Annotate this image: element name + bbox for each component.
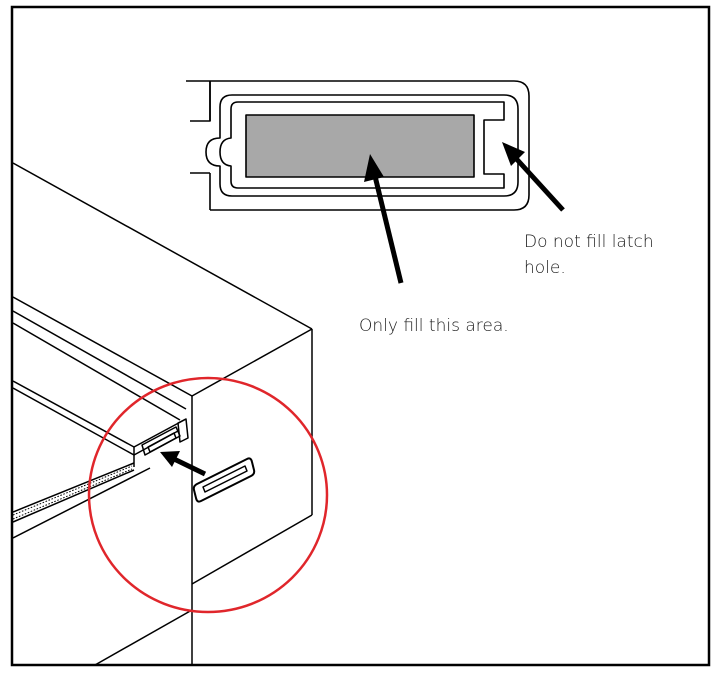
latch-arrow-head [502,142,525,166]
latch-callout-line1: Do not fill latch [524,232,654,252]
cover-inner-outline [219,101,505,189]
area-arrow-head [364,154,384,182]
insert-arrow [160,451,207,477]
enclosure-drawing [13,162,313,665]
latch-callout-line2: hole. [524,258,566,278]
latch-callout: Do not fill latch hole. [524,229,654,281]
rail-perforations [13,465,133,520]
area-arrow-shaft [371,171,404,284]
highlight-circle [87,376,329,614]
fill-area-callout: Only fill this area. [359,316,509,336]
latch-arrow-shaft [510,152,565,212]
cover-detail [186,80,530,211]
frame-border [10,5,711,667]
detail-arrows [364,142,565,284]
cover-middle-outline [205,94,519,197]
fill-area [245,114,475,178]
